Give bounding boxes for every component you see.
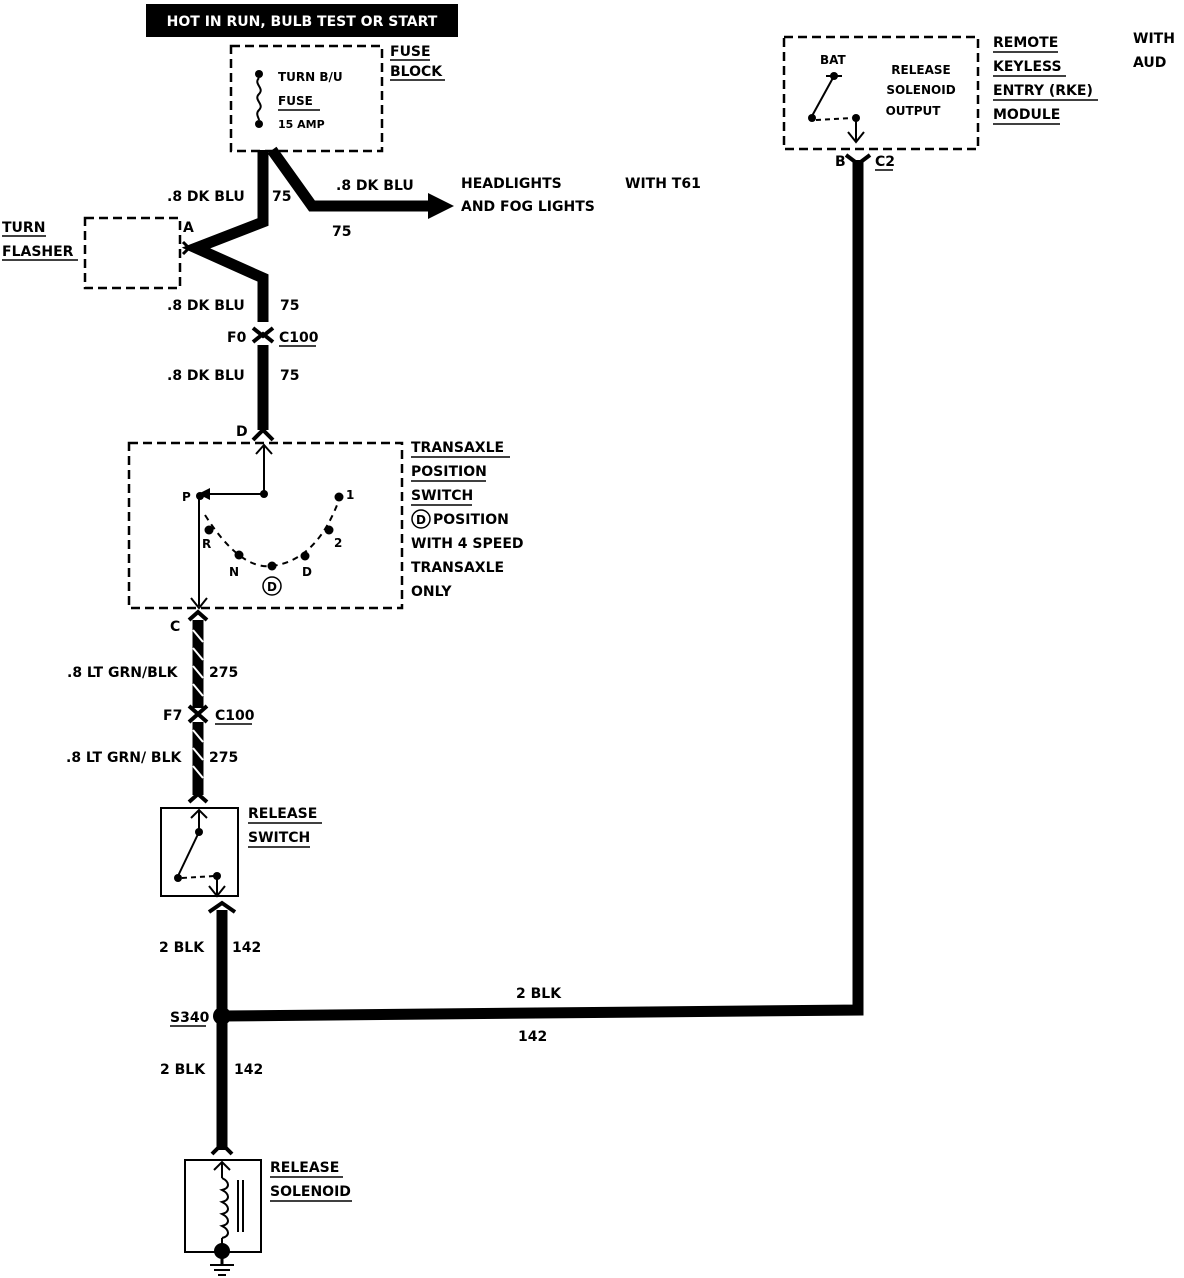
c100-upper-name: C100 [279,330,319,346]
pos-1: 1 [346,488,354,502]
rke-title-1: REMOTE [993,35,1058,51]
wire-7-color: 2 BLK [160,1062,206,1078]
transaxle-note-3: TRANSAXLE [411,560,504,576]
splice-name: S340 [170,1010,210,1026]
rke-module: BAT RELEASE SOLENOID OUTPUT B C2 REMOTE … [782,31,1175,171]
pos-r: R [202,537,211,551]
headlights-note: WITH T61 [625,176,701,192]
transaxle-title-2: POSITION [411,464,487,480]
pos-d-circled: D [267,580,277,594]
power-label-text: HOT IN RUN, BULB TEST OR START [167,14,438,30]
wire-3-color: .8 DK BLU [167,368,245,384]
wire-275 [187,609,209,804]
fuse-icon [256,77,262,121]
wire-5-color: .8 LT GRN/ BLK [66,750,183,766]
splice-s340-dot [213,1007,231,1025]
rke-title-2: KEYLESS [993,59,1062,75]
pos-d: D [302,565,312,579]
rke-output-1: RELEASE [891,63,950,77]
power-source-label: HOT IN RUN, BULB TEST OR START [146,4,458,37]
release-switch-title-2: SWITCH [248,830,310,846]
wire-2-color: .8 DK BLU [167,298,245,314]
transaxle-note-2: WITH 4 SPEED [411,536,524,552]
wire-4-color: .8 LT GRN/BLK [67,665,179,681]
pos-p: P [182,490,191,504]
transaxle-title-1: TRANSAXLE [411,440,504,456]
arrow-right-icon [428,193,454,219]
rke-connector: C2 [875,154,895,170]
wire-6-color: 2 BLK [159,940,205,956]
fuse-block: TURN B/U FUSE 15 AMP FUSE BLOCK [229,44,445,153]
transaxle-title-3: SWITCH [411,488,473,504]
release-switch-title-1: RELEASE [248,806,317,822]
rke-bat-label: BAT [820,53,847,67]
fuse-block-title-1: FUSE [390,44,431,60]
release-switch: RELEASE SWITCH [160,806,322,898]
fuse-block-title-2: BLOCK [390,64,443,80]
rke-output-2: SOLENOID [886,83,955,97]
transaxle-note-circled: D [416,513,426,527]
rke-title-3: ENTRY (RKE) [993,83,1093,99]
transaxle-note-4: ONLY [411,584,452,600]
c100-upper-pin: F0 [227,330,247,346]
wire-3-circuit: 75 [280,368,299,384]
transaxle-pin-in: D [236,424,248,440]
turn-flasher: TURN FLASHER A [2,216,194,290]
wire-1-color: .8 DK BLU [167,189,245,205]
release-solenoid: RELEASE SOLENOID [184,1159,352,1276]
transaxle-note-1: POSITION [433,512,509,528]
wire-142-to-rke [221,160,864,1022]
rke-pin: B [835,154,846,170]
headlight-wire-circuit: 75 [332,224,351,240]
rke-note-1: WITH [1133,31,1175,47]
headlight-wire-color: .8 DK BLU [336,178,414,194]
headlights-dest-2: AND FOG LIGHTS [461,199,595,215]
pos-2: 2 [334,536,342,550]
fuse-rating: 15 AMP [278,118,325,131]
wire-5-circuit: 275 [209,750,238,766]
wire-75-upper [181,150,269,322]
transaxle-pin-out: C [170,619,180,635]
wire-2-circuit: 75 [280,298,299,314]
wire-7-circuit: 142 [234,1062,263,1078]
wire-6-circuit: 142 [232,940,261,956]
rke-output-3: OUTPUT [886,104,942,118]
coil-icon [219,1177,229,1239]
c100-lower-pin: F7 [163,708,182,724]
fuse-name-1: TURN B/U [278,70,343,84]
release-solenoid-title-2: SOLENOID [270,1184,351,1200]
release-solenoid-title-1: RELEASE [270,1160,339,1176]
c100-lower-name: C100 [215,708,255,724]
wire-75-headlights [267,146,430,212]
headlights-dest-1: HEADLIGHTS [461,176,562,192]
rke-title-4: MODULE [993,107,1060,123]
pos-n: N [229,565,239,579]
transaxle-position-switch: D P R N D D 2 1 TRANSAXLE POSITION SWITC… [127,424,524,635]
wire-8-color: 2 BLK [516,986,562,1002]
ground-icon [210,1264,234,1276]
connector-c100-upper: F0 C100 [227,326,319,347]
wire-1-circuit: 75 [272,189,291,205]
fuse-name-2: FUSE [278,94,313,108]
wire-4-circuit: 275 [209,665,238,681]
turn-flasher-pin: A [183,220,194,236]
rke-note-2: AUD [1133,55,1166,71]
turn-flasher-title-1: TURN [2,220,45,236]
turn-flasher-title-2: FLASHER [2,244,74,260]
wire-8-circuit: 142 [518,1029,547,1045]
